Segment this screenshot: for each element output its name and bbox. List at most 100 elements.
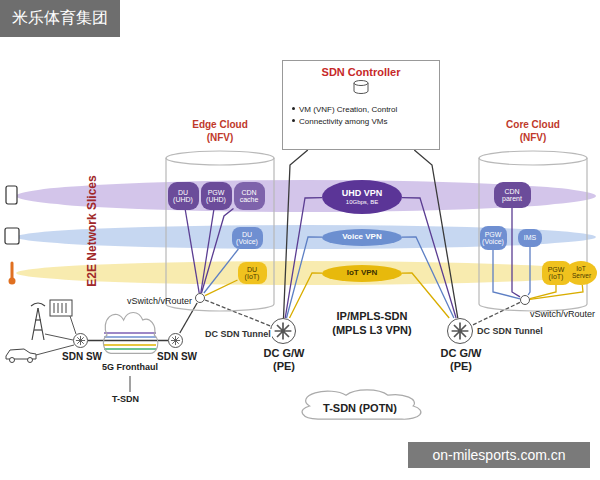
cloud-title: Core Cloud (NFV) xyxy=(493,118,573,144)
switch-label: vSwitch/vRouter xyxy=(525,309,595,319)
switch-symbol xyxy=(448,319,472,343)
controller-box: SDN Controller VM (VNF) Creation, Control… xyxy=(282,60,440,150)
bullet-item: Connectivity among VMs xyxy=(291,116,397,128)
connector xyxy=(88,340,168,341)
node-label: DU (IoT) xyxy=(240,266,264,281)
car-icon xyxy=(6,349,36,363)
connector xyxy=(185,210,199,293)
text-wrap: DU (IoT) xyxy=(240,266,264,281)
switch-label: vSwitch/vRouter xyxy=(120,296,192,306)
switch-symbol xyxy=(271,319,295,343)
text-wrap: CDN cache xyxy=(236,189,262,204)
node-label: PGW (Voice) xyxy=(482,231,504,246)
network-label: IP/MPLS-SDN (MPLS L3 VPN) xyxy=(322,310,422,338)
text-wrap: UHD VPN10Gbps, BE xyxy=(342,189,383,205)
switch-label: DC G/W (PE) xyxy=(431,347,491,372)
connector-label: DC SDN Tunnel xyxy=(204,329,272,339)
uhd-slice-band xyxy=(16,180,596,212)
slice-function: DU (IoT) xyxy=(238,262,267,284)
connector xyxy=(402,273,449,318)
antenna-icon xyxy=(31,303,45,340)
switch-node: SDN SW xyxy=(73,333,88,348)
slices-label: E2E Network Slices xyxy=(85,166,99,296)
slice-function: PGW (UHD) xyxy=(201,182,232,210)
text-wrap: IMS xyxy=(524,234,536,241)
node-label: IoT Server xyxy=(572,266,590,280)
text-wrap: PGW (UHD) xyxy=(203,189,229,204)
node-sublabel: 10Gbps, BE xyxy=(342,199,383,205)
bullet-list: VM (VNF) Creation, ControlConnectivity a… xyxy=(291,104,397,128)
thermometer-icon xyxy=(11,263,14,278)
slice-function: UHD VPN10Gbps, BE xyxy=(322,180,402,214)
bullet-item: VM (VNF) Creation, Control xyxy=(291,104,397,116)
switch-node: SDN SW xyxy=(168,333,183,348)
connector xyxy=(202,208,234,293)
network-cloud: 5G Fronthaul xyxy=(98,310,162,360)
connector xyxy=(180,303,197,333)
text-wrap: IoT VPN xyxy=(347,269,378,277)
controller-title: SDN Controller xyxy=(322,66,401,78)
tablet-icon xyxy=(5,228,19,244)
switch-label: DC G/W (PE) xyxy=(254,347,314,372)
phone-icon xyxy=(6,186,17,204)
connector xyxy=(204,249,239,293)
switch-node: DC G/W (PE) xyxy=(270,318,296,344)
database-icon xyxy=(352,80,370,94)
connector xyxy=(201,210,214,293)
text-wrap: CDN parent xyxy=(496,188,528,203)
slice-function: IMS xyxy=(518,229,542,247)
connector-label: DC SDN Tunnel xyxy=(476,326,544,336)
access-lines xyxy=(36,316,76,355)
switch-symbol xyxy=(74,334,87,347)
switch-symbol xyxy=(169,334,182,347)
text-wrap: DU (UHD) xyxy=(170,189,196,204)
watermark: 米乐体育集团 xyxy=(0,0,120,37)
cloud-label: 5G Fronthaul xyxy=(85,362,175,372)
node-label: Voice VPN xyxy=(342,233,381,241)
slice-function: CDN cache xyxy=(234,182,265,210)
cloud-cylinder: Core Cloud (NFV)CDN parentPGW (Voice)IMS… xyxy=(478,150,588,312)
connector xyxy=(284,150,308,318)
node-label: CDN cache xyxy=(236,189,262,204)
text-wrap: DU (Voice) xyxy=(234,231,260,246)
connector xyxy=(287,237,323,318)
watermark: on-milesports.com.cn xyxy=(408,442,590,468)
switch-node: vSwitch/vRouter xyxy=(195,293,205,303)
factory-icon xyxy=(50,300,72,316)
connector xyxy=(528,247,530,295)
node-label: CDN parent xyxy=(496,188,528,203)
slice-function: CDN parent xyxy=(494,182,531,208)
node-label: IoT VPN xyxy=(347,269,378,277)
leader-line xyxy=(130,376,131,392)
iot-slice-band xyxy=(16,261,596,285)
connector xyxy=(285,198,322,318)
connector xyxy=(512,208,520,297)
text-wrap: Voice VPN xyxy=(342,233,381,241)
connector xyxy=(205,300,270,326)
slice-function: IoT Server xyxy=(565,261,597,285)
node-label: UHD VPN xyxy=(342,189,383,198)
text-wrap: IoT Server xyxy=(572,266,590,280)
node-label: PGW (UHD) xyxy=(203,189,229,204)
node-label: DU (Voice) xyxy=(234,231,260,246)
slice-function: DU (UHD) xyxy=(168,182,199,210)
cloud-cylinder: Edge Cloud (NFV)DU (UHD)PGW (UHD)CDN cac… xyxy=(165,150,275,312)
text-wrap: PGW (Voice) xyxy=(482,231,504,246)
switch-node: DC G/W (PE) xyxy=(447,318,473,344)
connector xyxy=(205,280,238,296)
switch-node: vSwitch/vRouter xyxy=(520,295,530,305)
slice-function: DU (Voice) xyxy=(232,227,263,249)
cloud-outline xyxy=(98,310,162,360)
node-label: DU (UHD) xyxy=(170,189,196,204)
cloud-title: Edge Cloud (NFV) xyxy=(180,118,260,144)
switch-label: SDN SW xyxy=(52,351,112,363)
switch-label: SDN SW xyxy=(147,351,207,363)
slice-function: IoT VPN xyxy=(322,265,402,282)
cloud-label: T-SDN (POTN) xyxy=(323,402,397,414)
transport-label: T-SDN xyxy=(112,394,139,404)
slice-function: Voice VPN xyxy=(322,229,402,246)
node-label: IMS xyxy=(524,234,536,241)
slice-function: PGW (Voice) xyxy=(480,226,507,250)
connector xyxy=(290,273,323,318)
